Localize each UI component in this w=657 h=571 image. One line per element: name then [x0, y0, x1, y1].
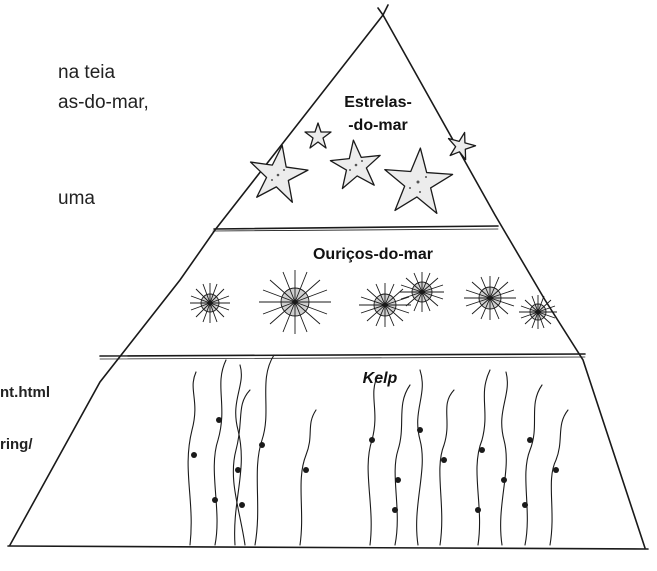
urchin-icon	[259, 270, 331, 334]
urchin-icon	[190, 283, 230, 323]
starfish-icon	[246, 141, 311, 204]
tier-label-middle: Ouriços-do-mar	[313, 246, 433, 263]
urchin-icon	[519, 295, 557, 329]
urchin-group	[190, 270, 557, 334]
urchin-icon	[464, 276, 516, 320]
kelp-icon	[188, 355, 316, 545]
starfish-icon	[305, 123, 331, 148]
urchin-icon	[359, 283, 411, 327]
starfish-group	[246, 123, 478, 214]
urchin-icon	[400, 272, 444, 312]
kelp-icon	[368, 370, 454, 545]
tier-label-top-2: -do-mar	[348, 117, 408, 134]
kelp-icon	[477, 370, 568, 545]
starfish-icon	[329, 138, 384, 190]
pyramid-outline	[8, 5, 648, 549]
tier-label-bottom: Kelp	[363, 370, 398, 387]
kelp-bulbs	[191, 417, 559, 513]
tier-label-top-1: Estrelas-	[344, 94, 412, 111]
starfish-icon	[382, 146, 454, 215]
